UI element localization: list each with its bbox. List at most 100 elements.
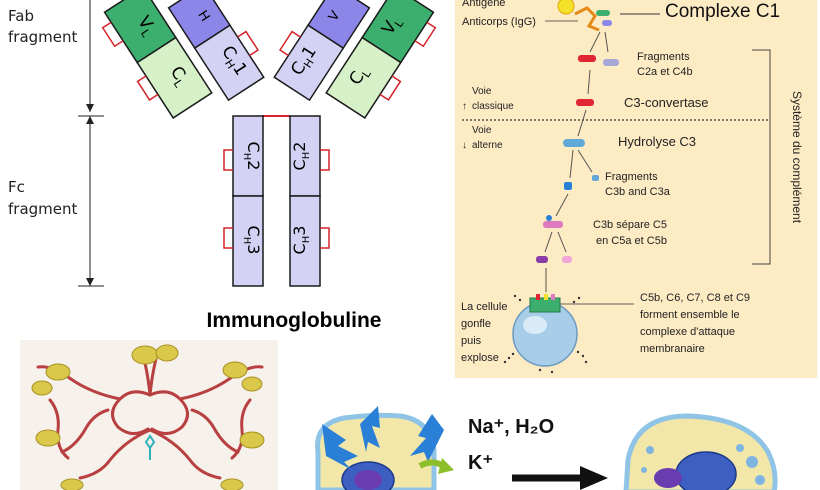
cl-domain-left (136, 36, 213, 119)
down-arrow-icon: ↓ (462, 140, 467, 151)
c3b-separe-label-2: en C5a et C5b (596, 235, 667, 247)
c4b-fragment-icon (603, 59, 619, 66)
flow-arrow (544, 231, 553, 253)
c5-molecule-icon (543, 221, 563, 228)
antibody-label: Anticorps (IgG) (462, 16, 536, 28)
c1-subunit-icon (596, 10, 610, 16)
cell-label-2: gonfle (461, 318, 491, 330)
c3-convertase-label: C3-convertase (624, 95, 709, 110)
complexe-c1-title: Complexe C1 (665, 1, 780, 22)
cell-highlight (523, 316, 547, 334)
disulfide-bond (278, 30, 301, 57)
ch1-domain-left (193, 24, 265, 102)
nucleolus-right (654, 468, 682, 488)
disulfide-bond (320, 227, 330, 249)
flow-arrow (577, 109, 587, 137)
disulfide-bond (223, 149, 233, 171)
flow-arrow (587, 69, 591, 95)
swelling-arrow-head (580, 466, 608, 490)
fragments-c3-label-2: C3b and C3a (605, 186, 671, 198)
fc-scale-arrow-bottom (86, 278, 94, 286)
up-arrow-icon: ↑ (462, 101, 467, 112)
voie-classique-label-2: classique (472, 101, 514, 112)
disulfide-bond (379, 75, 402, 101)
flow-arrow (555, 193, 569, 217)
nucleolus-left (354, 470, 382, 490)
disulfide-bond (414, 21, 437, 48)
cell-osmosis-diagram: Na⁺, H₂O K⁺ (315, 406, 778, 490)
panel-background (455, 0, 817, 378)
disulfide-bond (223, 227, 233, 249)
vacuoles (641, 444, 765, 485)
cell-label-4: explose (461, 352, 499, 364)
ch3-label-right: CH3 (290, 226, 312, 255)
ch1-domain-right (273, 24, 345, 102)
mac-subunit-icon (536, 294, 540, 300)
disulfide-bond (237, 30, 260, 57)
ch3-domain-left (232, 195, 264, 287)
leak-dots (503, 294, 588, 374)
flow-arrow (577, 149, 593, 173)
systeme-complement-label: Système du complément (790, 91, 804, 224)
mac-subunit-icon (551, 294, 555, 300)
complement-panel: Antigène Anticorps (IgG) Complexe C1 Fra… (455, 0, 817, 378)
fab-label-1: Fab (8, 7, 34, 25)
protein-yellow-domains (31, 344, 265, 490)
water-in-arrows (322, 406, 444, 470)
k-label: K⁺ (468, 452, 493, 474)
c1-subunit-icon (602, 20, 612, 26)
protein-cyan-core (144, 434, 156, 460)
ch2-domain-right (289, 115, 321, 197)
c5b-fragment-icon (536, 256, 548, 263)
protein-structure-image (20, 340, 278, 490)
disulfide-bond (320, 149, 330, 171)
mac-label-3: complexe d'attaque (640, 326, 735, 338)
antigen-star-icon (557, 0, 575, 15)
c2a-fragment-icon (578, 55, 596, 62)
c1-complex-icon (574, 6, 600, 32)
flow-arrow (604, 31, 609, 53)
flow-arrow (569, 149, 574, 179)
flow-arrow (557, 231, 567, 253)
fc-label-1: Fc (8, 178, 25, 196)
antigen-label: Antigène (462, 0, 505, 9)
fragments-c3-label-1: Fragments (605, 171, 658, 183)
cell-label-1: La cellule (461, 301, 507, 313)
c5a-fragment-icon (562, 256, 572, 263)
antibody-diagram: Fab fragment Fc fragment VL CL H CH1 V C… (8, 0, 437, 332)
mac-subunit-icon (544, 294, 548, 300)
c3-molecule-icon (563, 139, 585, 147)
mac-label-2: forment ensemble le (640, 309, 740, 321)
ch3-domain-right (289, 195, 321, 287)
ch3-label-left: CH3 (241, 226, 263, 255)
cell-label-3: puis (461, 335, 482, 347)
cell-nucleus-right (675, 451, 737, 490)
protein-red-strands (36, 357, 264, 480)
cl-domain-right (325, 36, 402, 119)
potassium-arrow-head (438, 458, 454, 474)
ch2-label-left: CH2 (241, 142, 263, 171)
flow-arrow (589, 31, 601, 53)
fragments-c2-label-2: C2a et C4b (637, 66, 693, 78)
fab-scale-arrow (86, 104, 94, 112)
na-h2o-label: Na⁺, H₂O (468, 416, 554, 438)
mac-complex-icon (529, 297, 561, 313)
immunoglobuline-title: Immunoglobuline (207, 309, 382, 332)
fragments-c2-label-1: Fragments (637, 51, 690, 63)
c3a-fragment-icon (592, 175, 599, 181)
disulfide-bond (101, 21, 124, 48)
c3b-bound-icon (546, 215, 552, 221)
ch2-label-right: CH2 (290, 142, 312, 171)
fc-label-2: fragment (8, 200, 78, 218)
c3b-separe-label-1: C3b sépare C5 (593, 219, 667, 231)
voie-alterne-label-1: Voie (472, 125, 492, 136)
c3b-fragment-icon (564, 182, 572, 190)
system-bracket (752, 49, 771, 265)
mac-label-4: membranaire (640, 343, 705, 355)
disulfide-bond (136, 75, 159, 101)
voie-alterne-label-2: alterne (472, 140, 503, 151)
hydrolyse-label: Hydrolyse C3 (618, 134, 696, 149)
mac-label-1: C5b, C6, C7, C8 et C9 (640, 292, 750, 304)
fab-label-2: fragment (8, 28, 78, 46)
